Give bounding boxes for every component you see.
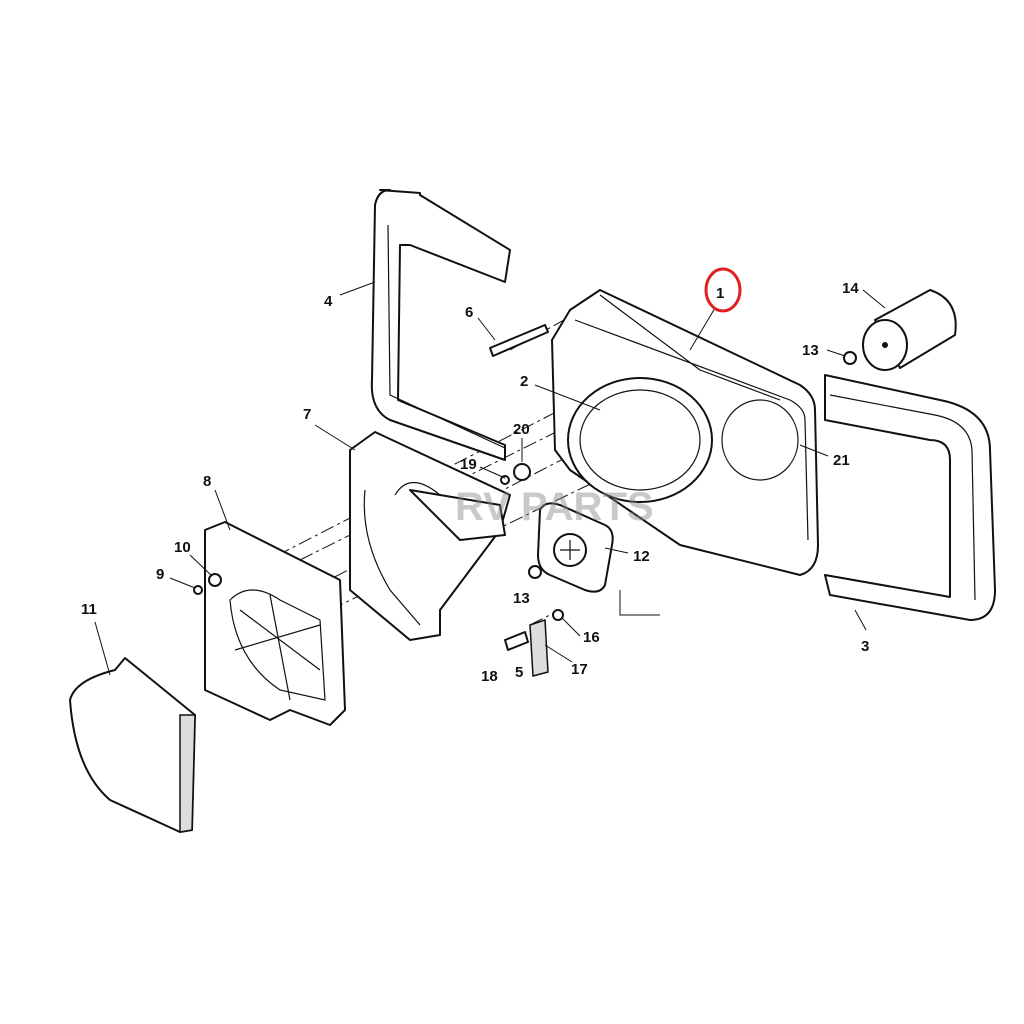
callout-21[interactable]: 21 — [833, 452, 850, 469]
callout-17[interactable]: 17 — [571, 661, 588, 678]
part-12-knob — [537, 502, 614, 593]
callout-3[interactable]: 3 — [861, 638, 869, 655]
part-1-housing — [551, 289, 819, 576]
callout-18[interactable]: 18 — [481, 668, 498, 685]
callout-20[interactable]: 20 — [513, 421, 530, 438]
callout-13-top[interactable]: 13 — [802, 342, 819, 359]
part-14-cylinder — [862, 289, 957, 371]
callout-9[interactable]: 9 — [156, 566, 164, 583]
part-4-handle — [370, 189, 511, 461]
callout-11[interactable]: 11 — [81, 601, 97, 618]
callout-12[interactable]: 12 — [633, 548, 650, 565]
highlight-circle — [704, 267, 742, 313]
callout-13-bottom[interactable]: 13 — [513, 590, 530, 607]
part-8-plate — [204, 521, 346, 726]
callout-19[interactable]: 19 — [460, 456, 477, 473]
part-11-cover — [69, 657, 196, 833]
part-3-handle — [824, 374, 996, 621]
callout-14[interactable]: 14 — [842, 280, 859, 297]
callout-10[interactable]: 10 — [174, 539, 191, 556]
watermark-logo: RV PARTS — [455, 485, 654, 529]
callout-2[interactable]: 2 — [520, 373, 528, 390]
callout-8[interactable]: 8 — [203, 473, 211, 490]
callout-16[interactable]: 16 — [583, 629, 600, 646]
callouts: 1 2 3 4 5 6 7 8 9 10 11 12 13 13 14 16 1… — [81, 280, 869, 685]
callout-6[interactable]: 6 — [465, 304, 473, 321]
callout-4[interactable]: 4 — [324, 293, 333, 310]
part-7-frame — [349, 431, 511, 641]
callout-5[interactable]: 5 — [515, 664, 523, 681]
callout-7[interactable]: 7 — [303, 406, 311, 423]
hardware — [193, 324, 857, 677]
leader-lines — [94, 281, 886, 676]
callout-1[interactable]: 1 — [716, 285, 724, 302]
